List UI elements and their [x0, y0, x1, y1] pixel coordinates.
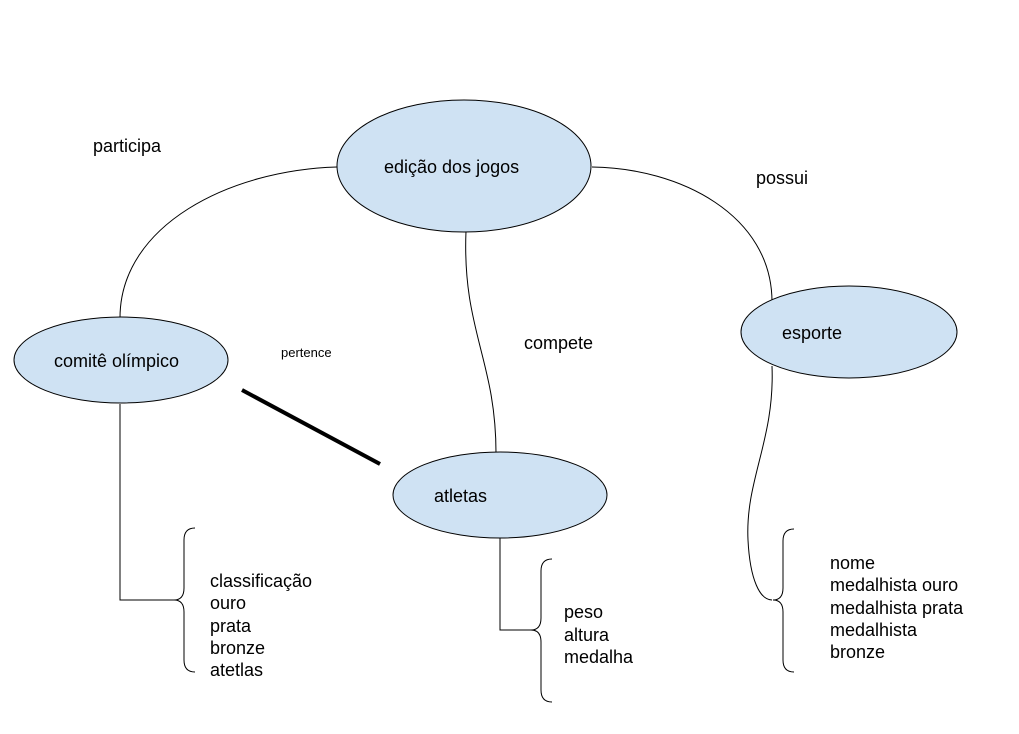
- edge-compete: [465, 230, 497, 454]
- node-edicao-dos-jogos: edição dos jogos: [336, 99, 592, 233]
- node-esporte-label: esporte: [782, 323, 842, 343]
- attribute-item: medalha: [564, 647, 634, 667]
- attribute-item: peso: [564, 602, 603, 622]
- connector-atletas-attributes: [499, 538, 532, 631]
- label-compete: compete: [524, 333, 593, 353]
- attribute-item: bronze: [830, 642, 885, 662]
- node-comite-olimpico: comitê olímpico: [13, 316, 229, 404]
- label-possui: possui: [756, 168, 808, 188]
- attribute-item: medalhista prata: [830, 598, 964, 618]
- node-edicao-label: edição dos jogos: [384, 157, 519, 177]
- attribute-item: bronze: [210, 638, 265, 658]
- attribute-item: medalhista: [830, 620, 918, 640]
- attribute-item: prata: [210, 616, 252, 636]
- edge-participa: [119, 166, 338, 319]
- edge-pertence: [241, 388, 381, 466]
- brace-atletas: [530, 558, 553, 703]
- connector-comite-attributes: [119, 404, 175, 601]
- attribute-item: medalhista ouro: [830, 575, 958, 595]
- attribute-item: classificação: [210, 571, 312, 591]
- attributes-comite: classificação ouro prata bronze atetlas: [210, 571, 312, 680]
- attribute-item: atetlas: [210, 660, 263, 680]
- node-comite-label: comitê olímpico: [54, 351, 179, 371]
- node-atletas: atletas: [392, 451, 608, 539]
- attribute-item: ouro: [210, 593, 246, 613]
- attribute-item: altura: [564, 625, 610, 645]
- brace-comite: [173, 527, 196, 673]
- node-esporte: esporte: [740, 285, 958, 379]
- attributes-esporte: nome medalhista ouro medalhista prata me…: [830, 553, 964, 662]
- brace-esporte: [772, 528, 795, 673]
- label-pertence: pertence: [281, 345, 332, 360]
- node-atletas-label: atletas: [434, 486, 487, 506]
- edge-possui: [591, 166, 773, 303]
- attributes-atletas: peso altura medalha: [564, 602, 634, 667]
- connector-esporte-attributes: [747, 365, 773, 601]
- label-participa: participa: [93, 136, 162, 156]
- attribute-item: nome: [830, 553, 875, 573]
